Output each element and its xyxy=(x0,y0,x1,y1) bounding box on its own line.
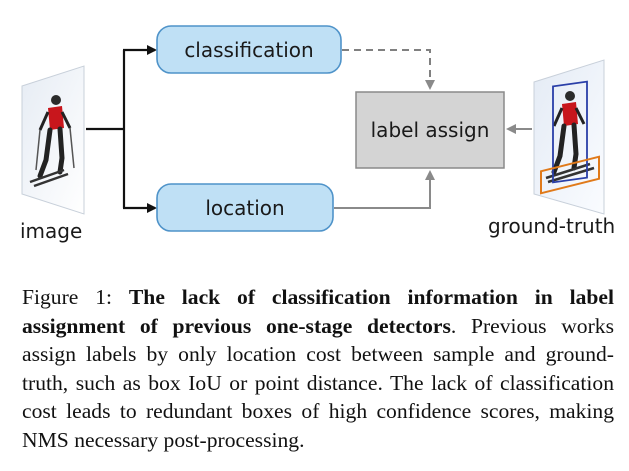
label-assign-text: label assign xyxy=(371,118,490,142)
skier-figure xyxy=(29,95,75,188)
classification-text: classification xyxy=(184,38,313,62)
classification-node: classification xyxy=(156,25,342,74)
caption-rest: . Previous works assign labels by only l… xyxy=(22,313,614,452)
gt-box-person xyxy=(552,80,588,184)
figure-caption: Figure 1: The lack of classification inf… xyxy=(22,283,614,455)
diagram: image ground-truth classification locati… xyxy=(20,25,615,243)
label-assign-node: label assign xyxy=(355,91,505,169)
location-node: location xyxy=(156,183,334,232)
image-label: image xyxy=(20,219,82,243)
input-image xyxy=(21,65,85,215)
caption-prefix: Figure 1: xyxy=(22,285,129,309)
location-text: location xyxy=(205,196,284,220)
image-connectors xyxy=(86,45,157,213)
dashed-classification-arrow xyxy=(342,49,435,90)
ground-truth-label: ground-truth xyxy=(488,214,615,238)
ground-truth-image xyxy=(533,59,605,215)
caption-bold: The lack of classification information i… xyxy=(22,285,614,338)
location-to-assign-arrow xyxy=(334,170,435,209)
gt-box-skis xyxy=(540,155,600,195)
